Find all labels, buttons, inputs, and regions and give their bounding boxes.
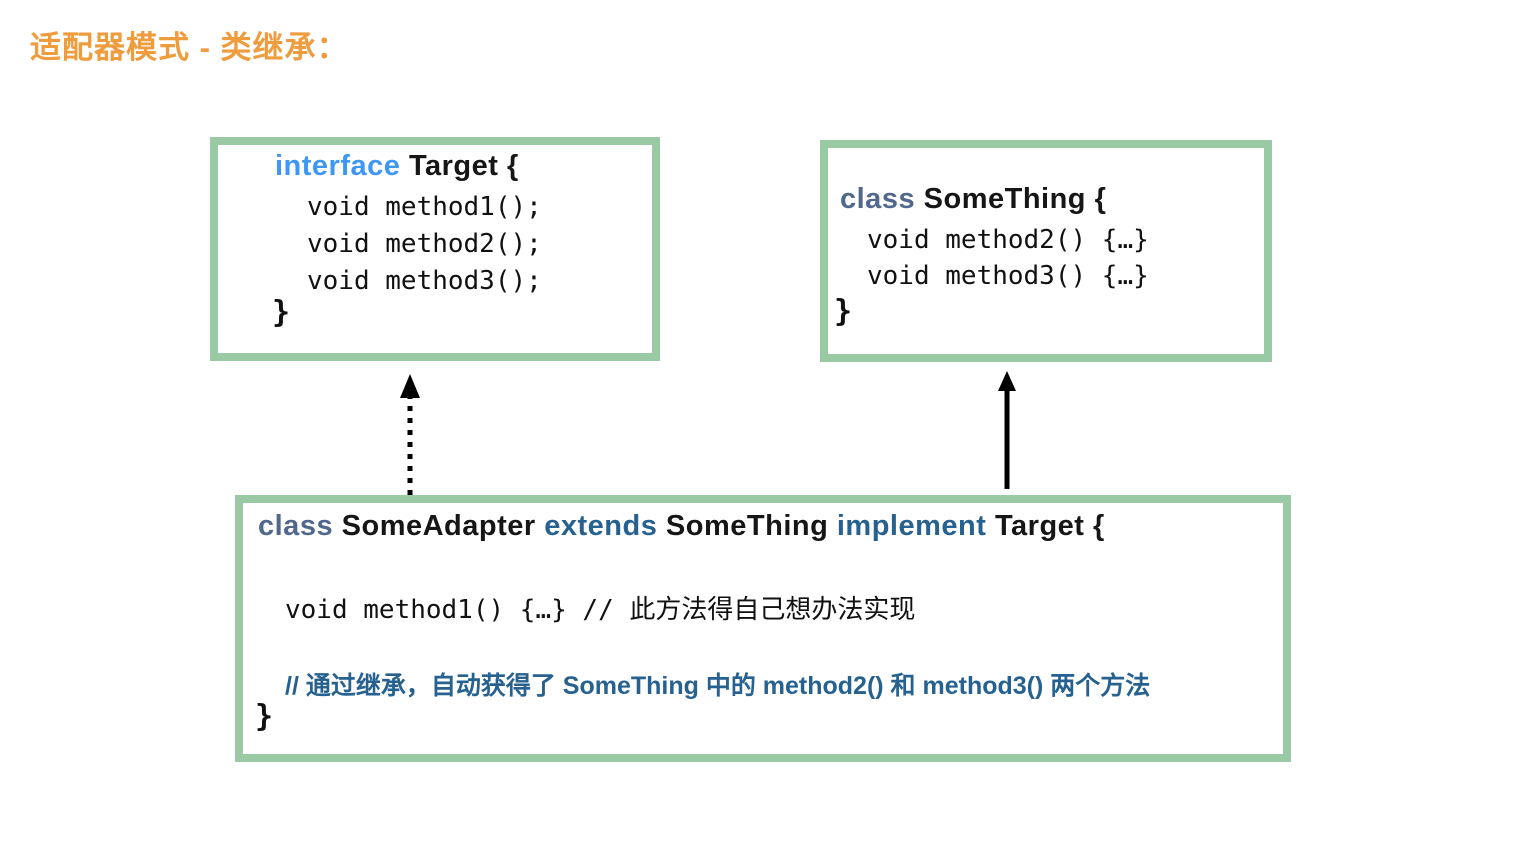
something-class-box: class SomeThing { void method2() {…} voi… — [820, 140, 1272, 362]
class-keyword: class — [840, 183, 924, 215]
page-title: 适配器模式 - 类继承： — [30, 30, 349, 65]
target-box-header: interface Target { — [275, 150, 519, 183]
adapter-name: SomeAdapter — [341, 510, 545, 542]
something-name: SomeThing { — [923, 183, 1107, 215]
adapter-box-header: class SomeAdapter extends SomeThing impl… — [258, 510, 1105, 543]
implements-dashed-arrow — [400, 374, 420, 495]
class-keyword: class — [258, 510, 342, 542]
something-method2-line: void method2() {…} — [867, 225, 1149, 255]
extends-target-name: SomeThing — [665, 510, 837, 542]
something-method3-line: void method3() {…} — [867, 261, 1149, 291]
adapter-method1-line: void method1() {…} // 此方法得自己想办法实现 — [285, 595, 916, 625]
target-close-brace: } — [272, 295, 291, 330]
target-interface-box: interface Target { void method1(); void … — [210, 137, 660, 361]
implement-keyword: implement — [836, 510, 995, 542]
extends-solid-arrow — [998, 371, 1016, 489]
inheritance-comment: // 通过继承，自动获得了 SomeThing 中的 method2() 和 m… — [285, 672, 1151, 700]
target-method1-line: void method1(); — [307, 192, 542, 222]
target-name: Target { — [408, 150, 519, 182]
adapter-class-box: class SomeAdapter extends SomeThing impl… — [235, 495, 1291, 762]
target-method2-line: void method2(); — [307, 229, 542, 259]
interface-keyword: interface — [275, 150, 409, 182]
extends-keyword: extends — [544, 510, 666, 542]
adapter-close-brace: } — [255, 699, 274, 734]
implemented-interface-name: Target { — [994, 510, 1105, 542]
target-method3-line: void method3(); — [307, 266, 542, 296]
something-close-brace: } — [834, 294, 853, 329]
something-box-header: class SomeThing { — [840, 183, 1106, 216]
